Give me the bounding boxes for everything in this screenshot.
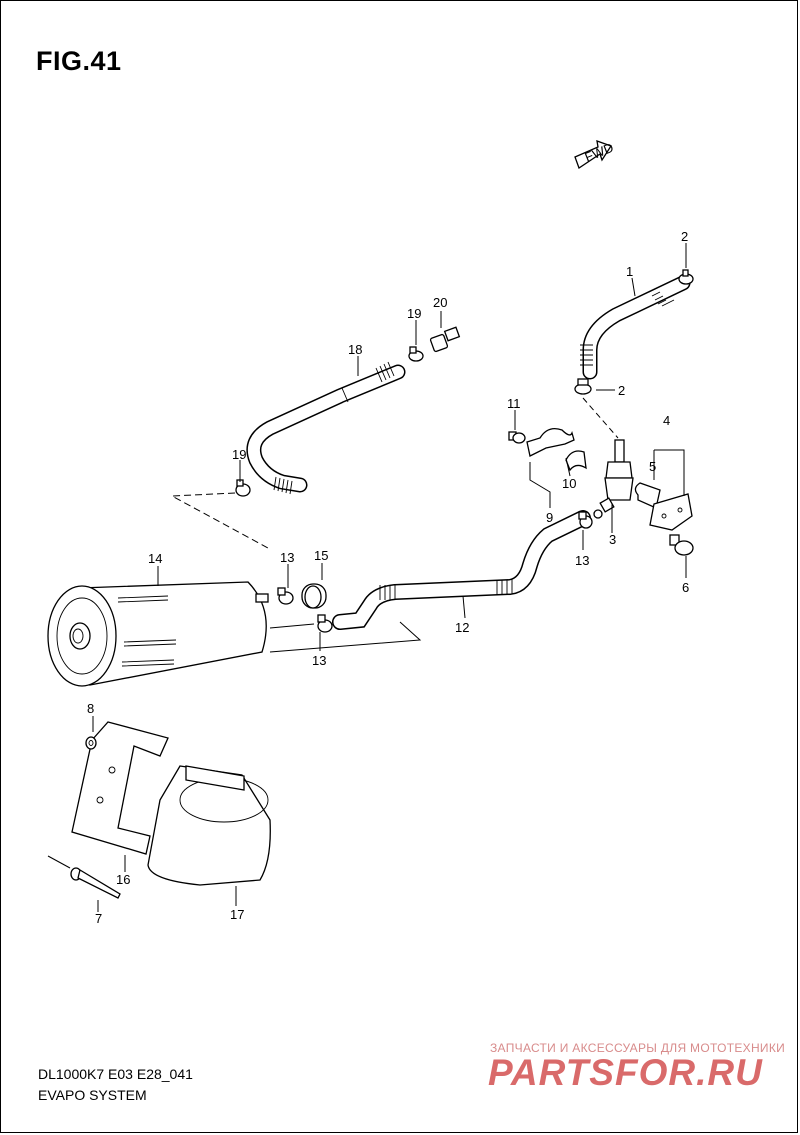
clamp-part-10[interactable] (565, 450, 587, 472)
callout-part-6: 6 (682, 580, 689, 595)
watermark-tagline: ЗАПЧАСТИ И АКСЕССУАРЫ ДЛЯ МОТОТЕХНИКИ (490, 1041, 786, 1055)
callout-part-15: 15 (314, 548, 328, 563)
callout-part-13-bottom: 13 (312, 653, 326, 668)
bolt-part-6[interactable] (669, 534, 694, 556)
callout-part-11: 11 (507, 396, 521, 411)
callout-part-9: 9 (546, 510, 553, 525)
callout-part-12: 12 (455, 620, 469, 635)
fwd-label: FWD (583, 140, 616, 165)
callout-part-13-right: 13 (575, 553, 589, 568)
hose-part-18[interactable] (246, 361, 406, 495)
bolt-part-11[interactable] (508, 431, 526, 444)
fitting-part-20[interactable] (429, 326, 461, 353)
callout-part-5: 5 (649, 459, 656, 474)
leader-dash-2 (582, 397, 619, 439)
clamp-part-19-bottom[interactable] (235, 479, 251, 497)
callout-part-1: 1 (626, 264, 633, 279)
callout-part-10: 10 (562, 476, 576, 491)
clamp-part-13-right[interactable] (578, 511, 593, 529)
watermark-logo: PARTSFOR.RU (488, 1052, 763, 1093)
fwd-arrow-icon: FWD (574, 140, 616, 169)
figure-title: FIG.41 (36, 46, 122, 76)
callout-part-2-top: 2 (681, 229, 688, 244)
callout-part-18: 18 (348, 342, 362, 357)
callout-part-20: 20 (433, 295, 447, 310)
callout-part-3: 3 (609, 532, 616, 547)
hose-part-1[interactable] (580, 275, 691, 380)
callout-part-17: 17 (230, 907, 244, 922)
clamp-part-19-top[interactable] (408, 346, 424, 362)
hose-part-12[interactable] (332, 510, 591, 630)
callout-part-2-bottom: 2 (618, 383, 625, 398)
callout-part-7: 7 (95, 911, 102, 926)
callout-part-4: 4 (663, 413, 670, 428)
callout-part-19-top: 19 (407, 306, 421, 321)
rivet-part-7[interactable] (70, 867, 121, 899)
callout-part-16: 16 (116, 872, 130, 887)
bracket-part-9[interactable] (526, 427, 575, 457)
clamp-part-2-bottom[interactable] (574, 378, 592, 395)
callout-part-14: 14 (148, 551, 162, 566)
valve-part-3[interactable] (593, 439, 634, 519)
clamp-part-13-left[interactable] (277, 587, 294, 605)
cover-part-17[interactable] (147, 765, 271, 886)
bracket-part-4[interactable] (634, 482, 693, 531)
section-name: EVAPO SYSTEM (38, 1087, 147, 1103)
callout-part-13-left: 13 (280, 550, 294, 565)
washer-part-8[interactable] (85, 736, 97, 750)
callout-part-8: 8 (87, 701, 94, 716)
hose-part-15[interactable] (301, 583, 327, 609)
callout-part-19-bottom: 19 (232, 447, 246, 462)
cushion-part-5 (634, 482, 661, 509)
canister-part-14[interactable] (47, 581, 269, 687)
bracket-part-16[interactable] (71, 721, 169, 855)
model-code: DL1000K7 E03 E28_041 (38, 1066, 193, 1082)
clamp-part-13-bottom[interactable] (317, 614, 333, 633)
clamp-part-2-top[interactable] (678, 269, 694, 285)
leader-lines (47, 243, 687, 912)
